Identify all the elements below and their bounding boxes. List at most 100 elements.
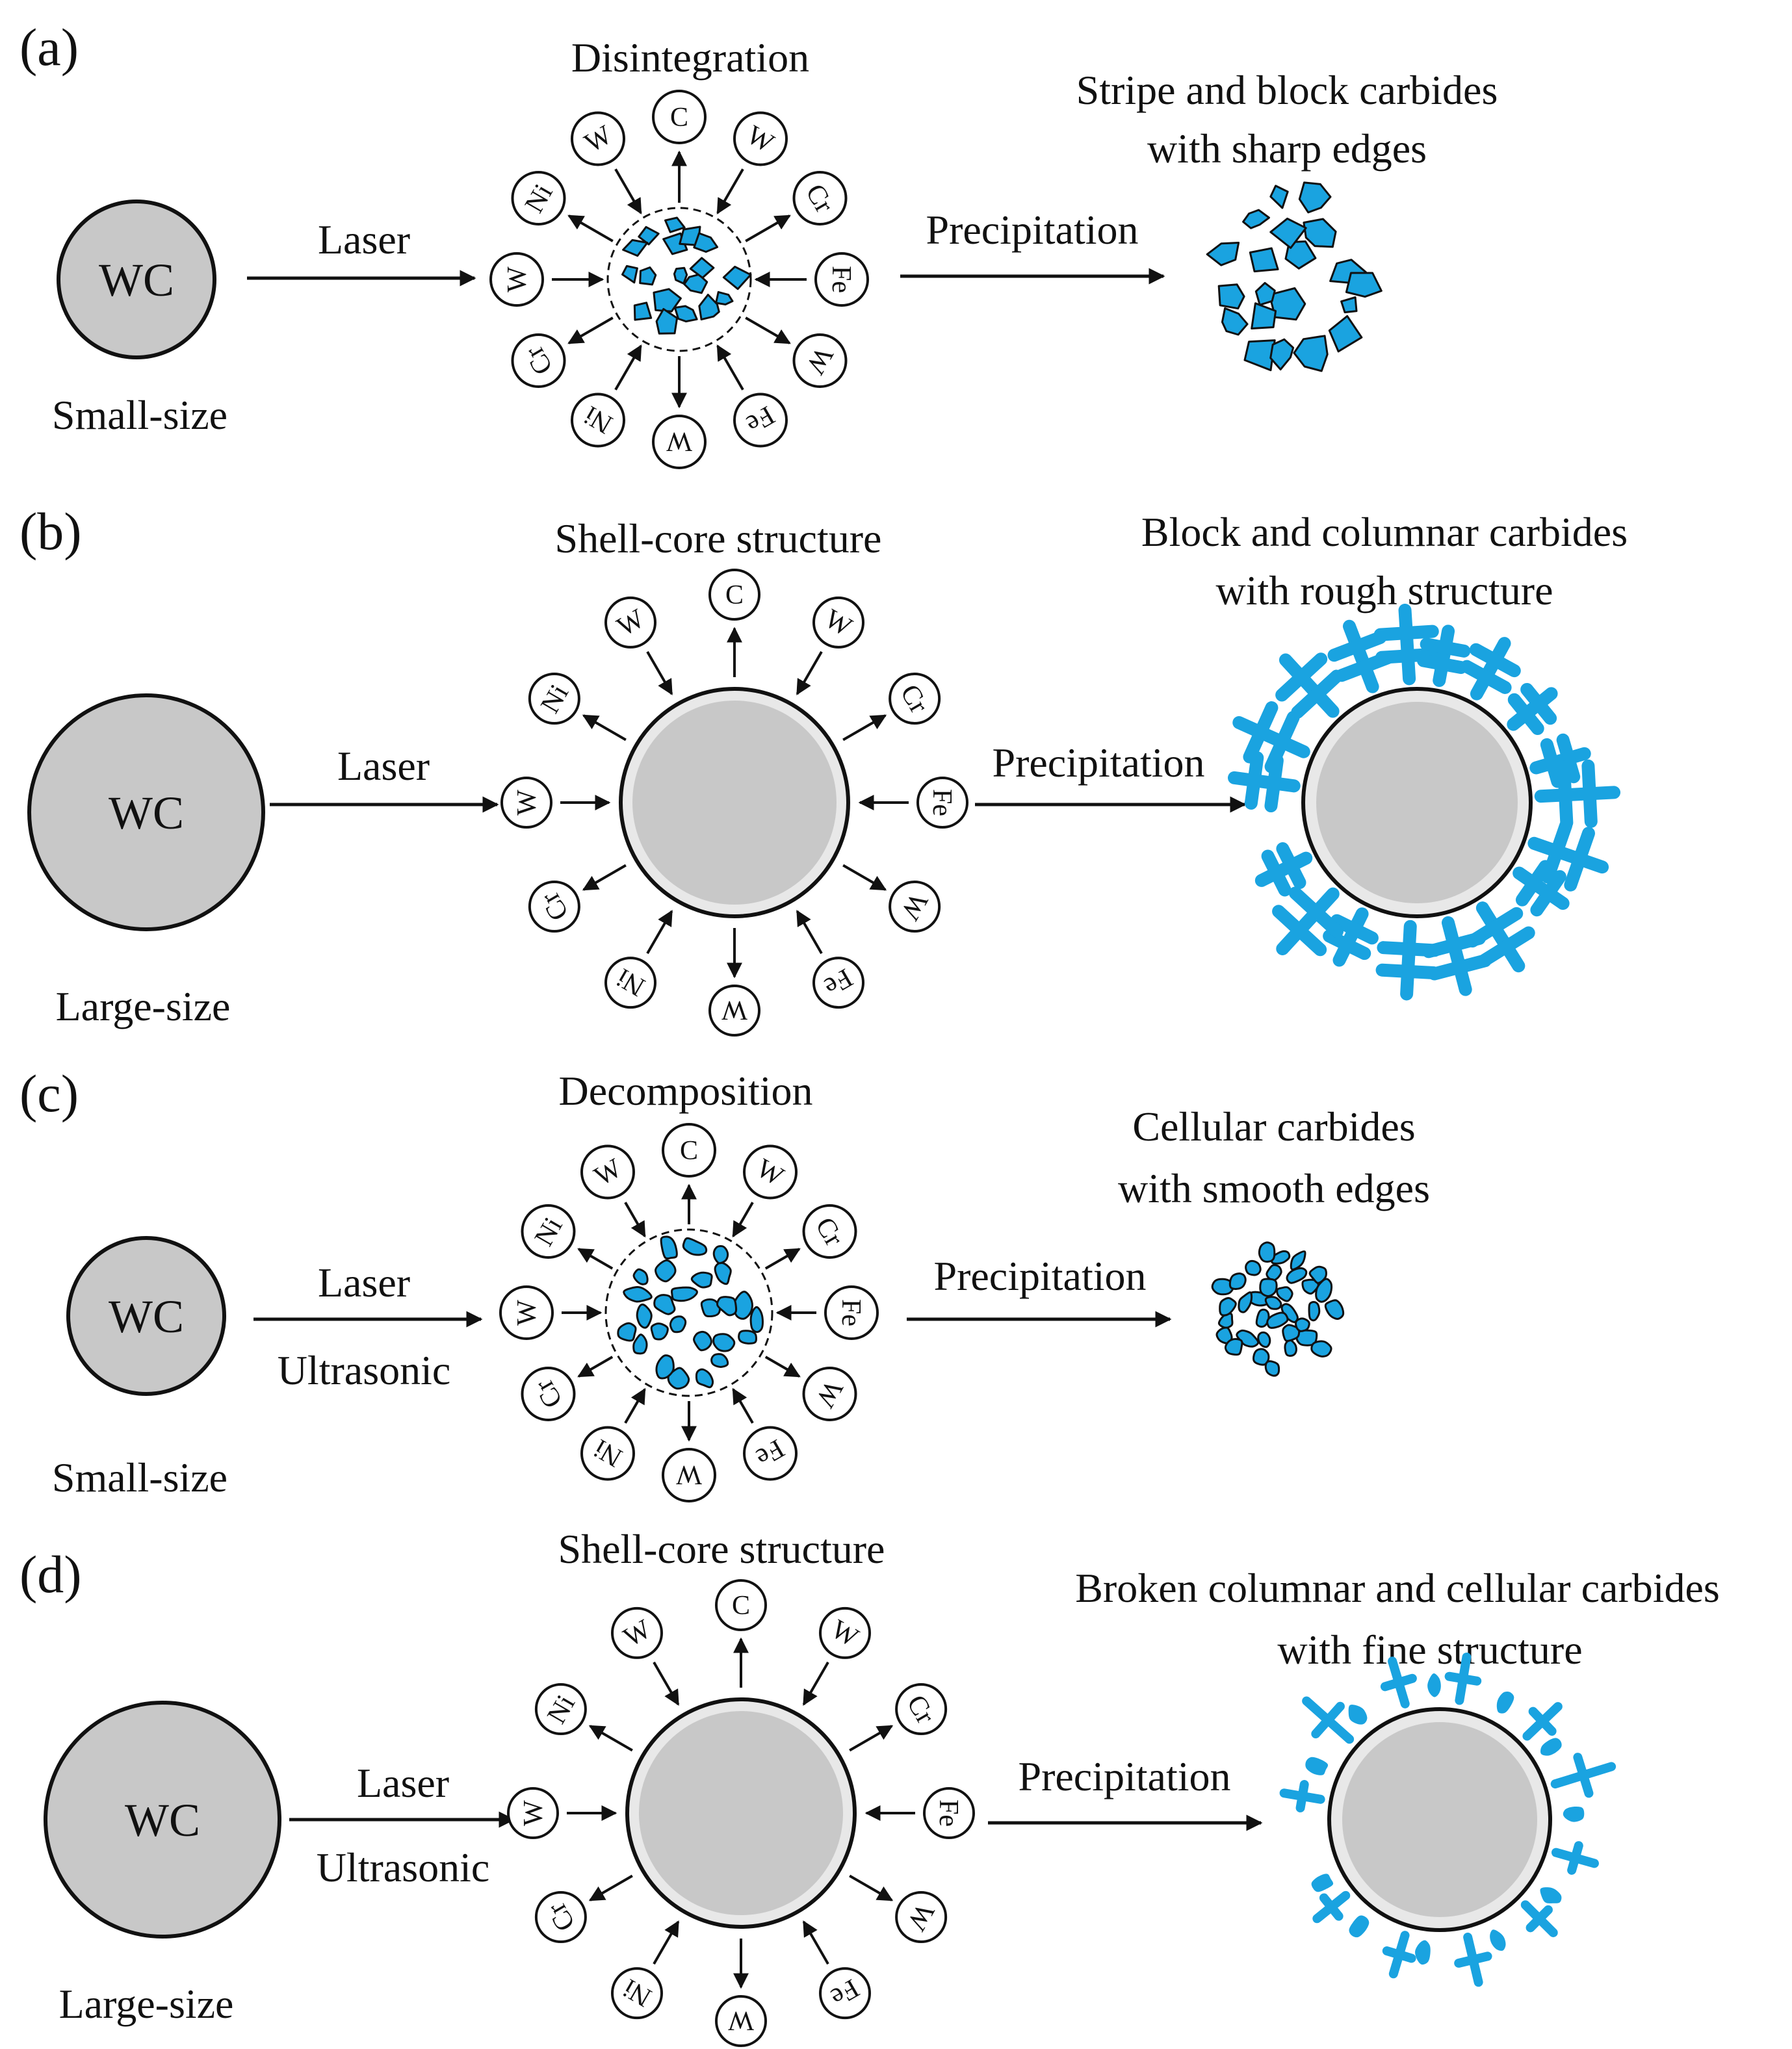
diffusion-arrow <box>745 316 791 344</box>
dendrite-stem <box>1475 901 1526 973</box>
atom-w: W <box>611 1606 663 1659</box>
diffusion-arrow <box>582 714 627 741</box>
atom-circle <box>814 252 869 307</box>
dendrite-stem <box>1279 653 1340 718</box>
dendrite-branch <box>1243 701 1279 764</box>
carbide-grain <box>683 273 708 294</box>
atom-symbol: Fe <box>933 1799 963 1827</box>
panel-label: (d) <box>19 1545 82 1604</box>
dendrite-branch <box>1417 654 1468 675</box>
atom-symbol: Fe <box>826 266 856 293</box>
dendrite-branch <box>1530 870 1566 917</box>
carbide-cell <box>1305 1757 1329 1775</box>
atom-fe: Fe <box>743 1426 798 1481</box>
particle-core <box>1316 702 1518 903</box>
atom-circle <box>521 1204 576 1259</box>
atom-circle <box>652 415 707 469</box>
carbide-cell <box>1540 1887 1562 1903</box>
carbide-grain <box>716 1296 738 1317</box>
dissolving-core <box>604 1228 773 1397</box>
carbide-grain <box>1276 1286 1293 1302</box>
dendrite-branch <box>1323 929 1371 960</box>
carbide-grain <box>1284 240 1317 270</box>
atom-ni: Ni <box>534 1683 587 1735</box>
particle-size-label: Small-size <box>52 392 227 438</box>
dendrite-stem <box>1513 866 1570 910</box>
carbide-dendrite <box>1380 1656 1417 1708</box>
carbide-dendrite <box>1460 637 1521 701</box>
dendrite-stem <box>1232 715 1310 758</box>
carbide-dendrite <box>1513 860 1570 917</box>
carbide-dendrite <box>1254 842 1313 897</box>
dendrite-branch <box>1375 963 1440 980</box>
carbide-grain <box>617 1322 637 1342</box>
carbide-dendrite <box>1550 1753 1617 1798</box>
atom-ni: Ni <box>611 1967 663 2020</box>
dendrite-stem <box>1227 771 1301 793</box>
atom-w: W <box>507 1787 559 1839</box>
atom-w: W <box>743 1144 798 1200</box>
atom-circle <box>715 1579 767 1631</box>
dendrite-stem <box>1529 747 1591 775</box>
caption-line-1: Block and columnar carbides <box>1141 509 1628 555</box>
carbide-grain <box>1257 1331 1271 1348</box>
dendrite-stem <box>1398 603 1416 686</box>
atom-c: C <box>715 1579 767 1631</box>
carbide-grain <box>1269 217 1307 249</box>
carbide-grain <box>1295 1317 1310 1332</box>
diffusion-arrow <box>588 1874 633 1901</box>
atom-w: W <box>733 111 788 166</box>
carbide-grain <box>639 266 657 286</box>
diffusion-arrow <box>614 168 642 214</box>
carbide-grain <box>1284 1339 1297 1357</box>
atom-circle <box>507 1787 559 1839</box>
carbide-grain <box>1324 1299 1345 1321</box>
wc-particle <box>44 1701 281 1939</box>
atom-circle <box>500 777 552 829</box>
atom-cr: Cr <box>802 1204 857 1259</box>
caption-line-2: with fine structure <box>1277 1627 1582 1673</box>
carbide-dendrite <box>1312 1890 1351 1924</box>
carbide-product <box>1206 181 1383 372</box>
atom-circle <box>534 1891 587 1943</box>
panel-d: (d) Shell-core structure Broken columnar… <box>19 1526 1720 2047</box>
wc-label: WC <box>109 1291 184 1343</box>
dendrite-branch <box>1382 1946 1416 1963</box>
carbide-grain <box>653 288 682 313</box>
carbide-dendrite <box>1375 920 1442 1001</box>
atom-circle <box>792 333 848 388</box>
dendrite-branch <box>1295 1780 1309 1812</box>
atom-circle <box>611 1967 663 2020</box>
diffusion-arrow <box>577 1356 614 1378</box>
atom-circle <box>611 1606 663 1659</box>
process-label-1: Laser <box>357 1760 449 1806</box>
atom-circle <box>708 569 760 621</box>
atom-circle <box>534 1683 587 1735</box>
carbide-grain <box>621 264 638 284</box>
carbide-grain <box>1269 185 1289 209</box>
carbide-grain <box>655 1354 675 1380</box>
dendrite-stem <box>1507 687 1558 731</box>
carbide-dendrite <box>1522 1702 1563 1741</box>
carbide-grain <box>653 1294 676 1315</box>
atom-circle <box>662 1123 716 1178</box>
diffusion-arrow <box>802 1661 829 1706</box>
particle-core <box>632 701 837 905</box>
carbide-grain <box>698 294 720 321</box>
wc-label: WC <box>125 1794 200 1846</box>
atom-circle <box>895 1891 948 1943</box>
atom-circle <box>571 393 625 448</box>
atom-circle <box>819 1606 871 1659</box>
dendrite-branch <box>1380 1673 1417 1692</box>
diffusion-arrow <box>567 214 614 242</box>
diffusion-arrow <box>745 214 791 242</box>
atom-circle <box>580 1144 635 1200</box>
carbide-grain <box>655 1259 677 1283</box>
dendrite-stem <box>1254 851 1313 887</box>
diffusion-arrow <box>716 344 744 391</box>
atom-ni: Ni <box>528 673 580 725</box>
panel-label: (c) <box>19 1064 79 1123</box>
carbide-grain <box>669 1315 687 1334</box>
